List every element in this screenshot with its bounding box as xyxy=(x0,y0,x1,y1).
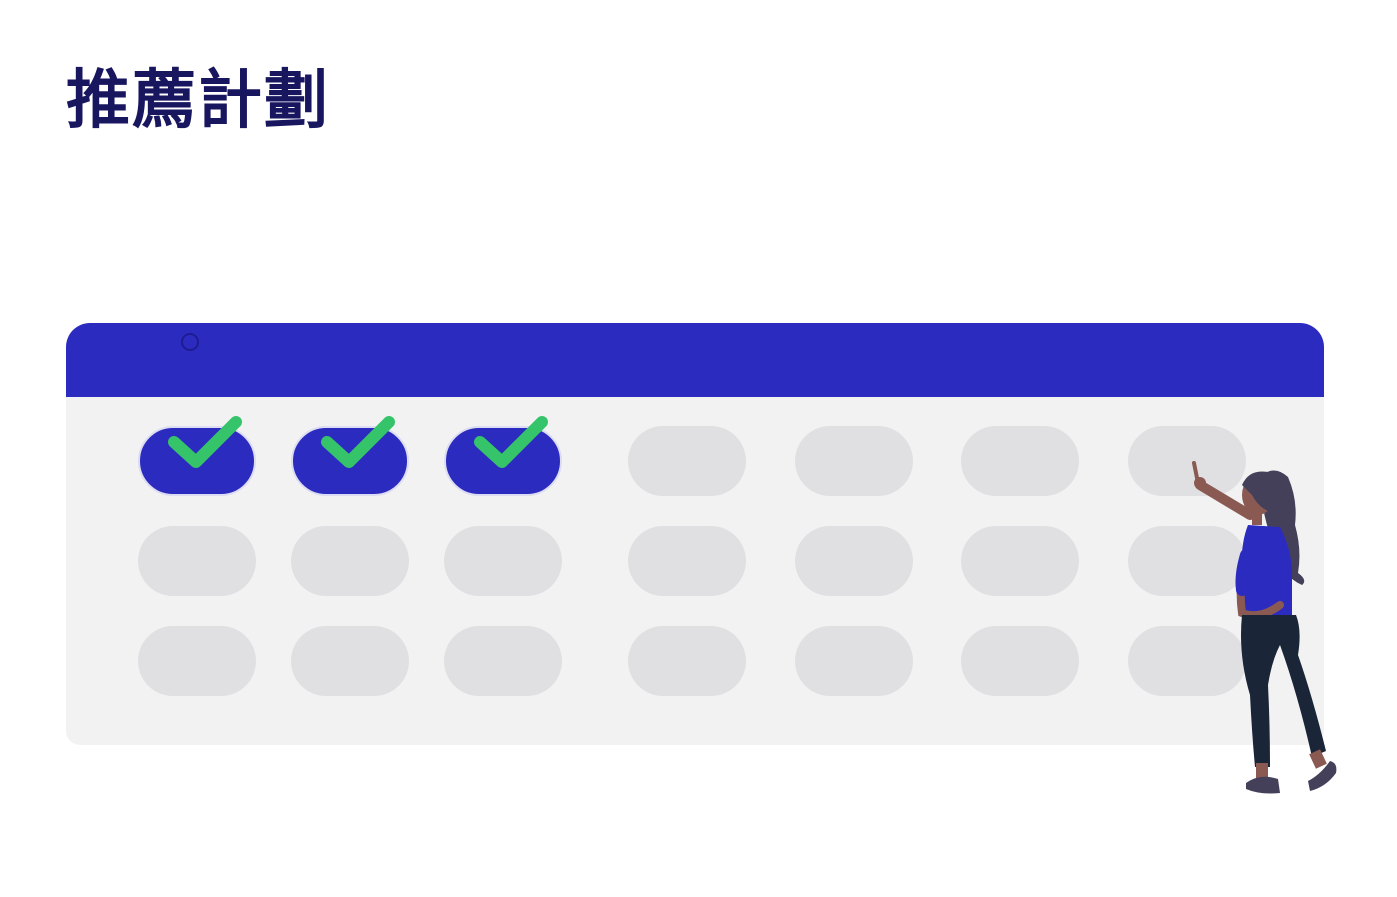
calendar-slot xyxy=(291,526,409,596)
calendar-slot xyxy=(628,426,746,496)
calendar-card xyxy=(66,323,1324,745)
calendar-slot xyxy=(1128,526,1246,596)
calendar-slot xyxy=(795,526,913,596)
calendar-slot xyxy=(444,526,562,596)
calendar-slot xyxy=(291,626,409,696)
check-icon xyxy=(474,416,548,468)
calendar-slot xyxy=(1128,426,1246,496)
calendar-slot xyxy=(444,626,562,696)
calendar-slot xyxy=(795,426,913,496)
calendar-slot xyxy=(628,526,746,596)
calendar-slot xyxy=(138,526,256,596)
header-ring-icon xyxy=(181,333,199,351)
calendar-slot xyxy=(961,626,1079,696)
calendar-slot xyxy=(961,526,1079,596)
calendar-slot xyxy=(795,626,913,696)
calendar-slot xyxy=(628,626,746,696)
calendar-slot xyxy=(961,426,1079,496)
woman-pointing-icon xyxy=(1192,461,1337,794)
check-icon xyxy=(321,416,395,468)
check-icon xyxy=(168,416,242,468)
calendar-header xyxy=(66,323,1324,397)
page-title: 推薦計劃 xyxy=(66,64,330,138)
calendar-slot xyxy=(138,626,256,696)
calendar-slot xyxy=(1128,626,1246,696)
